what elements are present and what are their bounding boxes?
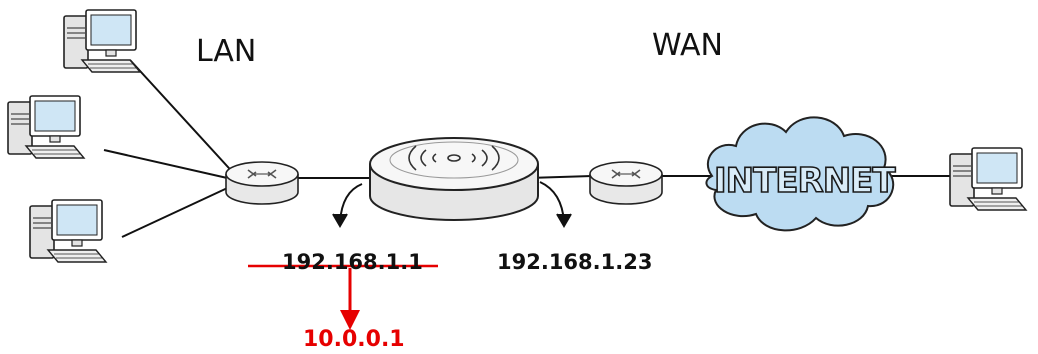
lan-port-arrow xyxy=(332,183,363,228)
lan-pc-2-icon xyxy=(7,95,85,159)
new-lan-ip-label: 10.0.0.1 xyxy=(303,327,405,352)
router-icon xyxy=(369,137,539,221)
wan-label: WAN xyxy=(652,28,723,63)
wan-ip-label: 192.168.1.23 xyxy=(497,250,653,274)
link-pc1-switch xyxy=(129,59,239,179)
internet-pc-icon xyxy=(949,147,1027,211)
wan-modem-icon xyxy=(589,161,663,205)
lan-switch-icon xyxy=(225,161,299,205)
lan-label: LAN xyxy=(196,34,257,69)
ip-change-arrow xyxy=(340,268,360,330)
link-pc2-switch xyxy=(103,149,237,181)
connection-lines xyxy=(103,59,950,238)
internet-label: INTERNET xyxy=(713,160,896,202)
old-lan-ip-label: 192.168.1.1 xyxy=(282,250,423,274)
wan-port-arrow xyxy=(539,181,572,228)
lan-pc-1-icon xyxy=(63,9,141,73)
link-pc3-switch xyxy=(121,183,237,238)
lan-pc-3-icon xyxy=(29,199,107,263)
internet-cloud-icon xyxy=(705,116,895,232)
